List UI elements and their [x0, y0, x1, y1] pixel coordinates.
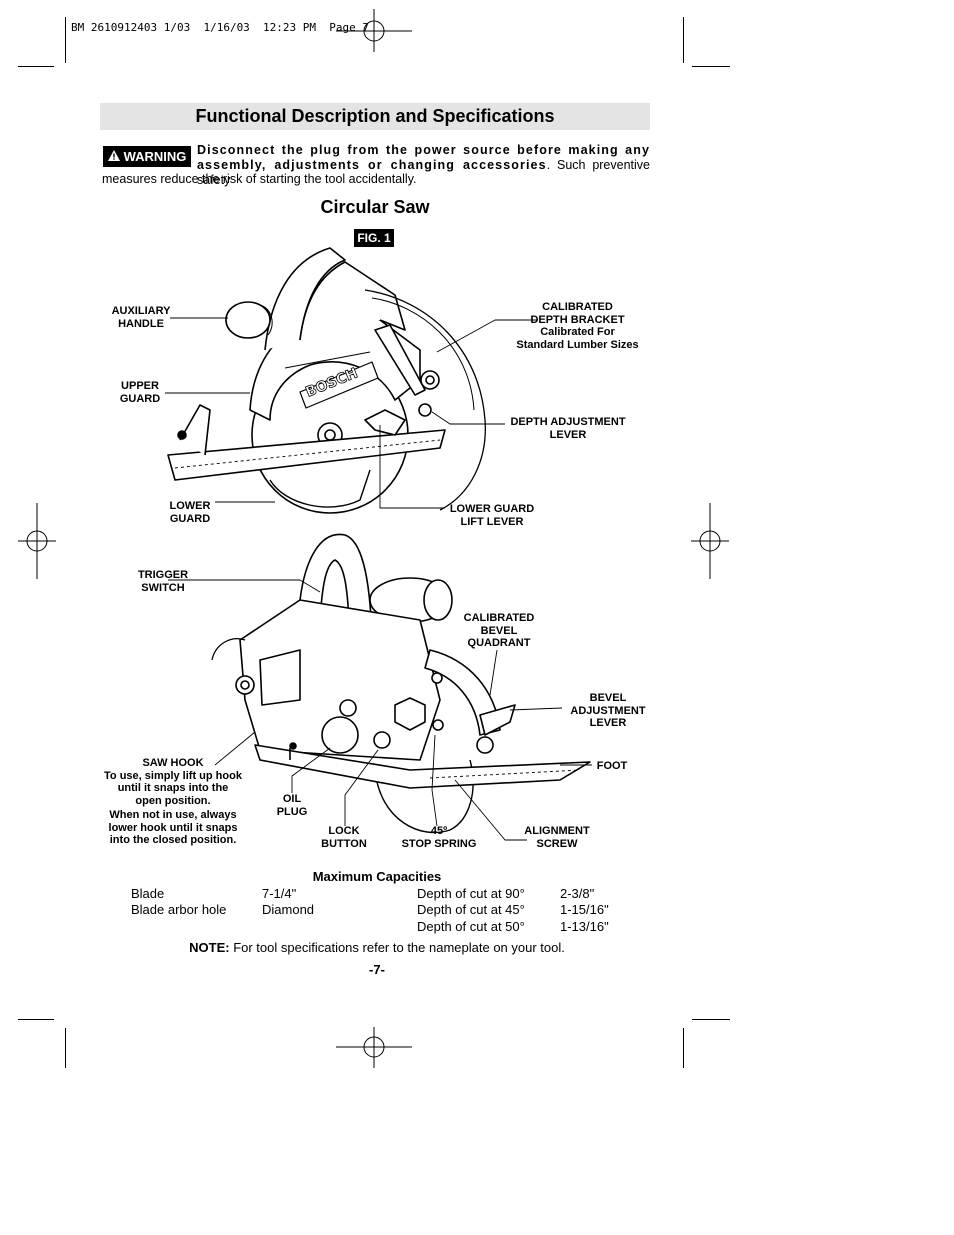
capacities-row-value: Diamond	[262, 902, 315, 917]
crop-mark	[18, 1019, 54, 1020]
page-number: -7-	[369, 962, 385, 977]
warning-text: Disconnect the plug from the power sourc…	[197, 143, 650, 188]
label-foot: FOOT	[596, 760, 628, 772]
capacities-row-value: 7-1/4"	[262, 886, 297, 901]
warning-continued-text: measures reduce the risk of starting the…	[102, 172, 417, 186]
warning-badge-label: WARNING	[123, 149, 187, 164]
crop-mark	[692, 1019, 730, 1020]
tool-title: Circular Saw	[320, 197, 430, 217]
specifications-note: NOTE: For tool specifications refer to t…	[189, 940, 565, 955]
label-calibrated-bevel-quadrant: CALIBRATED BEVEL QUADRANT	[463, 612, 535, 649]
warning-normal-text: . Such preventive safety	[197, 158, 650, 187]
saw-rear-view	[211, 533, 591, 834]
capacities-row: Blade arbor hole	[131, 902, 227, 917]
capacities-row-cut-value: 1-13/16"	[560, 919, 609, 934]
label-bevel-adjustment-lever: BEVEL ADJUSTMENT LEVER	[570, 692, 646, 729]
warning-bold-text: Disconnect the plug from the power sourc…	[197, 143, 650, 172]
crop-mark	[683, 1028, 684, 1068]
crop-mark	[65, 1028, 66, 1068]
crop-mark	[683, 17, 684, 63]
section-banner: Functional Description and Specification…	[100, 103, 650, 130]
warning-badge: WARNING	[103, 146, 191, 167]
capacities-row-cut-value: 1-15/16"	[560, 902, 609, 917]
capacities-row-cut-value: 2-3/8"	[560, 886, 595, 901]
print-slug: BM 2610912403 1/03 1/16/03 12:23 PM Page…	[71, 21, 370, 34]
capacities-row: Blade	[131, 886, 165, 901]
capacities-row-cut: Depth of cut at 90°	[417, 886, 525, 901]
saw-side-view: BOSCH	[167, 247, 486, 514]
label-saw-hook: SAW HOOK To use, simply lift up hook unt…	[104, 757, 242, 846]
capacities-row-cut: Depth of cut at 50°	[417, 919, 525, 934]
crop-mark	[65, 17, 66, 63]
figure-label: FIG. 1	[354, 229, 394, 247]
section-title: Functional Description and Specification…	[195, 106, 555, 126]
capacities-row-cut: Depth of cut at 45°	[417, 902, 525, 917]
warning-triangle-icon	[107, 149, 120, 164]
label-calibrated-depth-bracket: CALIBRATED DEPTH BRACKET Calibrated For …	[516, 301, 639, 351]
capacities-title: Maximum Capacities	[312, 869, 442, 884]
crop-mark	[18, 66, 54, 67]
crop-mark	[692, 66, 730, 67]
